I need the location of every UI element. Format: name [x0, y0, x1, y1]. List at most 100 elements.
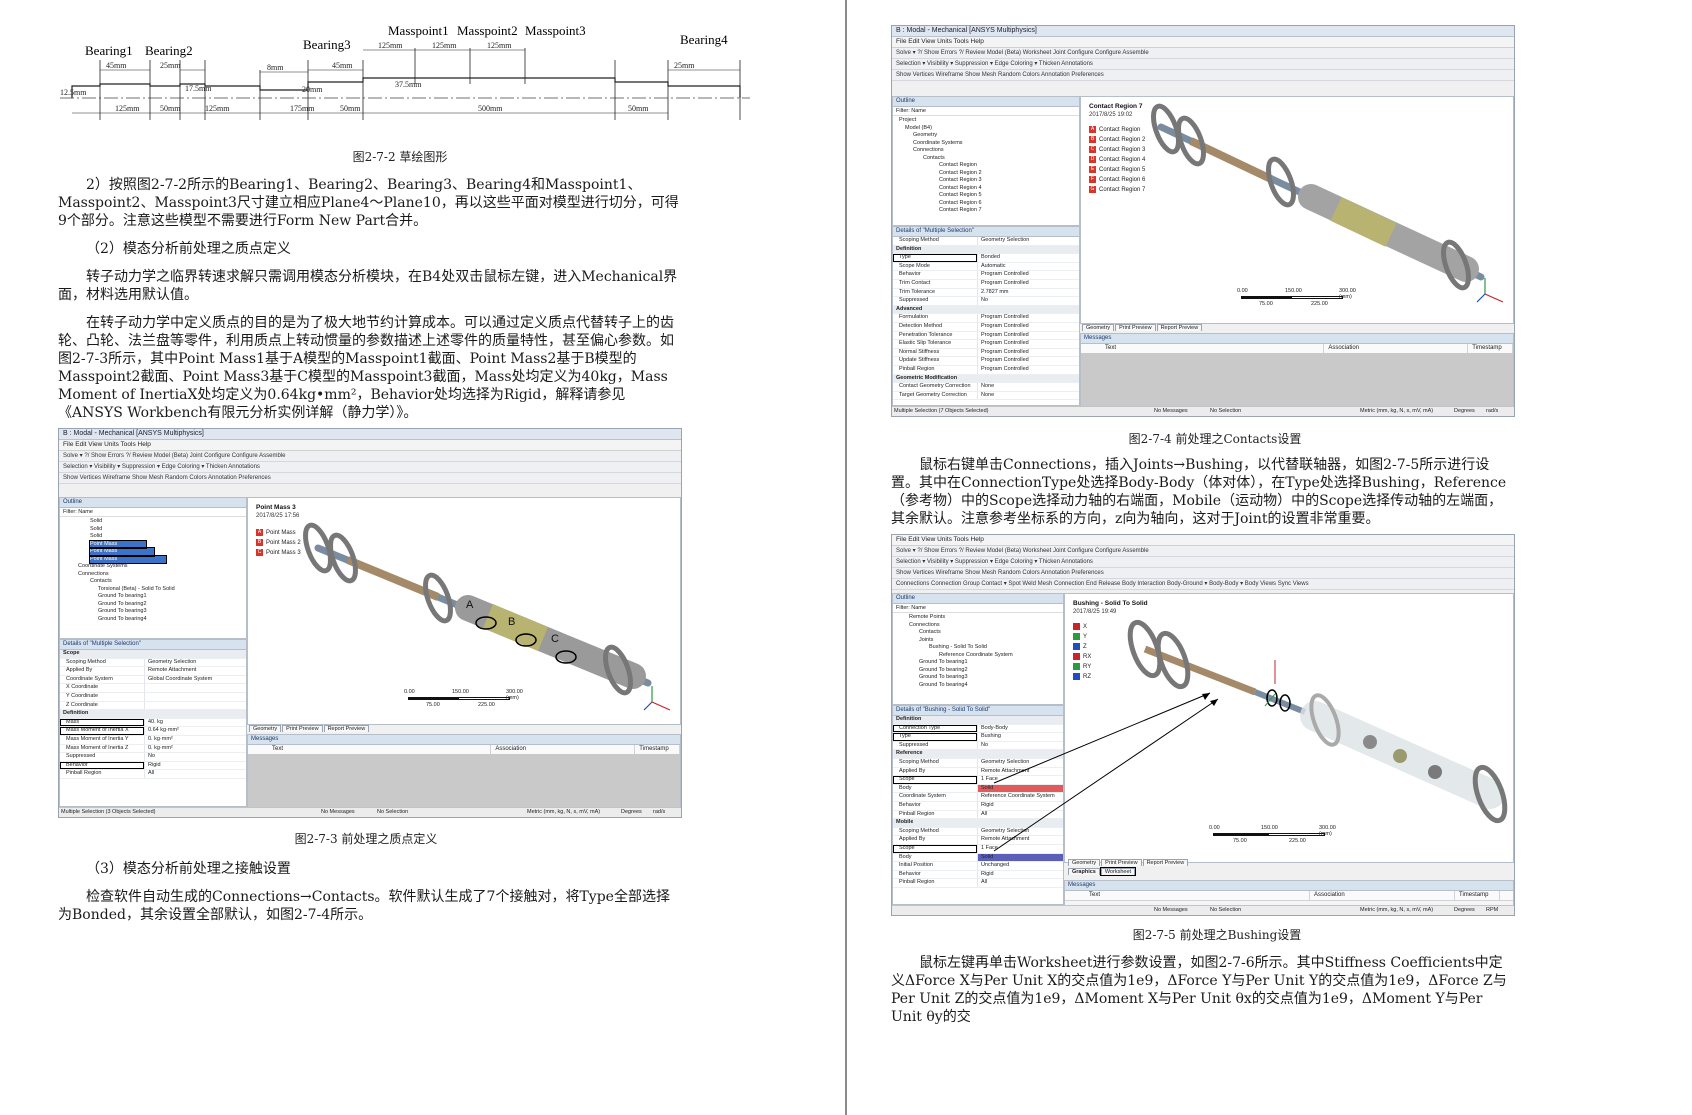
details-value[interactable]: No: [977, 741, 1063, 750]
details-value[interactable]: Geometry Selection: [977, 237, 1079, 245]
tree-node[interactable]: Contacts: [90, 578, 112, 584]
tree-node[interactable]: Connections: [909, 621, 940, 628]
col-timestamp[interactable]: Timestamp: [1468, 344, 1513, 353]
details-value[interactable]: 0. kg·mm²: [144, 744, 246, 753]
details-value[interactable]: 0.64 kg·mm²: [144, 727, 246, 735]
details-value[interactable]: Program Controlled: [977, 357, 1079, 365]
tree-node-selected[interactable]: Point Mass: [89, 539, 147, 549]
tree-node-selected[interactable]: Bushing - Solid To Solid: [929, 644, 987, 650]
details-section[interactable]: Geometric Modification: [893, 374, 1079, 384]
col-text[interactable]: Text: [1101, 344, 1325, 353]
details-section[interactable]: Definition: [893, 245, 1079, 255]
toolbar-graphics[interactable]: Show Vertices Wireframe Show Mesh Random…: [892, 568, 1514, 579]
details-value[interactable]: Program Controlled: [977, 340, 1079, 348]
details-value[interactable]: None: [977, 383, 1079, 391]
toolbar-graphics[interactable]: Show Vertices Wireframe Show Mesh Random…: [892, 70, 1514, 81]
details-value[interactable]: Geometry Selection: [144, 658, 246, 667]
tree-node[interactable]: Ground To bearing3: [919, 674, 968, 680]
tab-geometry[interactable]: Geometry: [1082, 324, 1115, 331]
outline-tree[interactable]: Project Model (B4) Geometry Coordinate S…: [893, 116, 1079, 215]
toolbar-selection[interactable]: Selection ▾ Visibility ▾ Suppression ▾ E…: [59, 462, 681, 473]
details-value[interactable]: Program Controlled: [977, 271, 1079, 279]
details-value[interactable]: Geometry Selection: [977, 758, 1063, 767]
details-section[interactable]: Mobile: [893, 819, 1063, 828]
status-degrees[interactable]: Degrees: [1454, 907, 1475, 913]
details-value[interactable]: Body-Body: [977, 724, 1063, 733]
details-value[interactable]: All: [144, 770, 246, 778]
details-value[interactable]: Program Controlled: [977, 322, 1079, 331]
col-text[interactable]: Text: [268, 745, 492, 754]
tree-node[interactable]: Project: [899, 117, 917, 123]
tree-node[interactable]: Coordinate Systems: [913, 139, 963, 146]
toolbar-connections[interactable]: Connections Connection Group Contact ▾ S…: [892, 579, 1514, 590]
tree-node[interactable]: Remote Points: [909, 614, 946, 620]
details-row[interactable]: X Coordinate: [60, 684, 246, 693]
tree-node-selected[interactable]: Point Mass: [89, 547, 155, 557]
outline-tree[interactable]: Solid Solid Solid Point Mass Point Mass …: [60, 517, 246, 623]
outline-filter[interactable]: Filter: Name: [60, 508, 246, 517]
tree-node[interactable]: Contacts: [923, 154, 945, 161]
tree-node[interactable]: Connections: [913, 147, 944, 153]
details-value[interactable]: Global Coordinate System: [144, 675, 246, 684]
col-timestamp[interactable]: Timestamp: [635, 745, 680, 754]
details-value[interactable]: Program Controlled: [977, 331, 1079, 340]
status-rpm[interactable]: RPM: [1486, 907, 1499, 913]
tree-node[interactable]: Contacts: [919, 629, 941, 635]
status-messages[interactable]: No Messages: [1154, 408, 1188, 414]
graphics-viewport[interactable]: Bushing - Solid To Solid 2017/8/25 19:49…: [1064, 593, 1514, 863]
details-value[interactable]: 2.7827 mm: [977, 288, 1079, 297]
details-value[interactable]: All: [977, 879, 1063, 887]
tree-node[interactable]: Ground To bearing3: [98, 608, 147, 614]
details-value[interactable]: Unchanged: [977, 862, 1063, 870]
details-value[interactable]: Remote Attachment: [977, 767, 1063, 776]
toolbar-selection[interactable]: Selection ▾ Visibility ▾ Suppression ▾ E…: [892, 59, 1514, 70]
outline-tree[interactable]: Remote Points Connections Contacts Joint…: [893, 613, 1063, 689]
details-value[interactable]: Rigid: [977, 801, 1063, 810]
tab-report-preview[interactable]: Report Preview: [1156, 324, 1203, 331]
details-value[interactable]: 1 Face: [977, 844, 1063, 853]
details-value[interactable]: 40. kg: [144, 718, 246, 727]
details-value[interactable]: No: [977, 297, 1079, 305]
details-value[interactable]: Program Controlled: [977, 365, 1079, 374]
tab-print-preview[interactable]: Print Preview: [1115, 324, 1156, 331]
tree-node[interactable]: Solid: [90, 518, 103, 524]
status-units[interactable]: Metric (mm, kg, N, s, mV, mA): [527, 809, 601, 815]
details-value[interactable]: No: [144, 753, 246, 761]
details-value[interactable]: Program Controlled: [977, 314, 1079, 322]
tree-node[interactable]: Joints: [919, 636, 934, 643]
details-value[interactable]: Solid: [977, 853, 1063, 862]
tree-node[interactable]: Coordinate Systems: [78, 563, 128, 569]
